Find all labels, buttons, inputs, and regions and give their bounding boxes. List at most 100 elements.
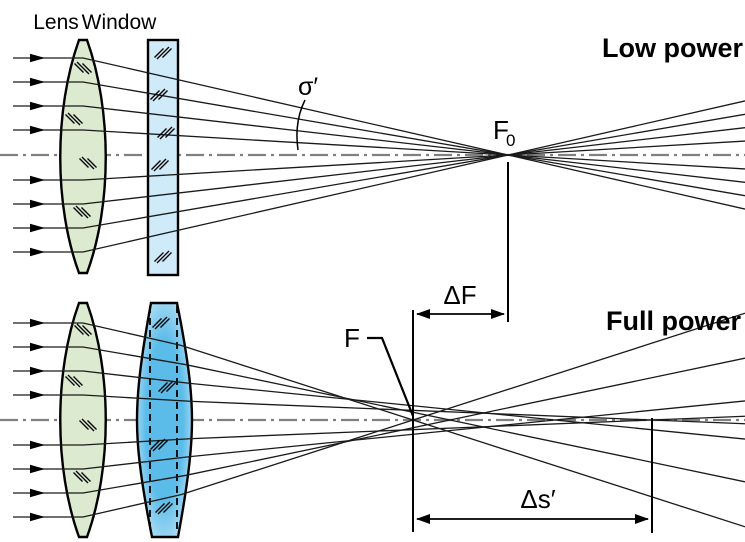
hatch-backslash [79,158,89,168]
hatch-backslash [73,376,83,386]
hatch-slash [154,316,168,330]
full-power-title: Full power [606,306,741,336]
hatch-slash [150,90,160,100]
light-ray [13,113,745,229]
hatch-slash [155,503,165,513]
hatch-slash [159,160,169,170]
low-power-rays [13,53,745,257]
light-ray [13,57,745,210]
hatch-slash [158,90,168,100]
hatch-backslash [81,418,95,432]
hatch-backslash [87,158,97,168]
ray-direction-arrow [30,488,45,498]
hatch-backslash [81,156,95,170]
hatch-slash [153,158,167,172]
hatch-slash [163,503,173,513]
ray-direction-arrow [30,199,45,209]
hatch-slash [156,250,170,264]
lens-label: Lens [33,11,79,34]
hatch-backslash [81,472,91,482]
ray-direction-arrow [30,77,45,87]
window-top [146,38,180,277]
hatch-backslash [73,207,83,217]
hatch-slash [157,128,167,138]
hatch-slash [152,318,162,328]
light-ray [13,105,745,183]
ray-direction-arrow [30,342,45,352]
hatch-slash [152,88,166,102]
hatch-backslash [74,325,84,335]
ray-direction-arrow [30,464,45,474]
hatch-backslash [87,420,97,430]
light-ray [13,357,745,494]
ray-direction-arrow [30,223,45,233]
lens-top [59,38,107,275]
ray-direction-arrow [30,53,45,63]
ray-direction-arrow [30,175,45,185]
hatch-backslash [75,205,89,219]
light-ray [13,322,745,528]
hatch-slash [166,382,176,392]
ray-direction-arrow [30,512,45,522]
hatch-slash [165,128,175,138]
hatch-backslash [67,112,81,126]
hatch-slash [162,252,172,262]
hatch-backslash [65,376,75,386]
light-ray [13,400,745,470]
hatch-slash [152,438,166,452]
light-ray [13,140,745,181]
hatch-slash [159,126,173,140]
full-power-rays [13,312,745,528]
hatch-slash [157,501,171,515]
sigma-prime-label: σ′ [298,73,318,101]
delta-f-label: ΔF [443,280,476,310]
sigma-angle-arc [296,99,306,151]
hatch-slash [158,382,168,392]
hatch-backslash [74,63,84,73]
light-ray [13,312,745,518]
hatch-slash [162,48,172,58]
light-ray [13,394,745,425]
hatch-backslash [81,207,91,217]
hatch-backslash [76,61,90,75]
hatch-backslash [73,472,83,482]
hatch-slash [160,380,174,394]
hatch-backslash [79,420,89,430]
f-label: F [344,323,360,353]
hatch-slash [154,48,164,58]
glass-hatch-marks [65,46,176,515]
f0-label: F0 [493,115,515,150]
hatch-backslash [67,374,81,388]
ray-direction-arrow [30,247,45,257]
window-label: Window [82,11,158,34]
ray-direction-arrow [30,125,45,135]
hatch-backslash [75,470,89,484]
ray-direction-arrow [30,390,45,400]
window-bottom-deformed [135,301,194,539]
ray-direction-arrow [30,440,45,450]
hatch-slash [158,440,168,450]
hatch-backslash [65,114,75,124]
light-ray [13,81,745,197]
light-ray [13,346,745,483]
hatch-backslash [82,325,92,335]
hatch-backslash [82,63,92,73]
hatch-backslash [76,323,90,337]
delta-s-label: Δs′ [520,484,555,514]
ray-direction-arrow [30,366,45,376]
f-leader-line [367,336,415,417]
hatch-backslash [73,114,83,124]
hatch-slash [150,440,160,450]
hatch-slash [160,318,170,328]
ray-direction-arrow [30,318,45,328]
light-ray [13,370,745,440]
hatch-slash [154,252,164,262]
light-ray [13,415,745,446]
light-ray [13,100,745,253]
low-power-title: Low power [602,33,743,63]
ray-direction-arrow [30,101,45,111]
light-ray [13,127,745,205]
